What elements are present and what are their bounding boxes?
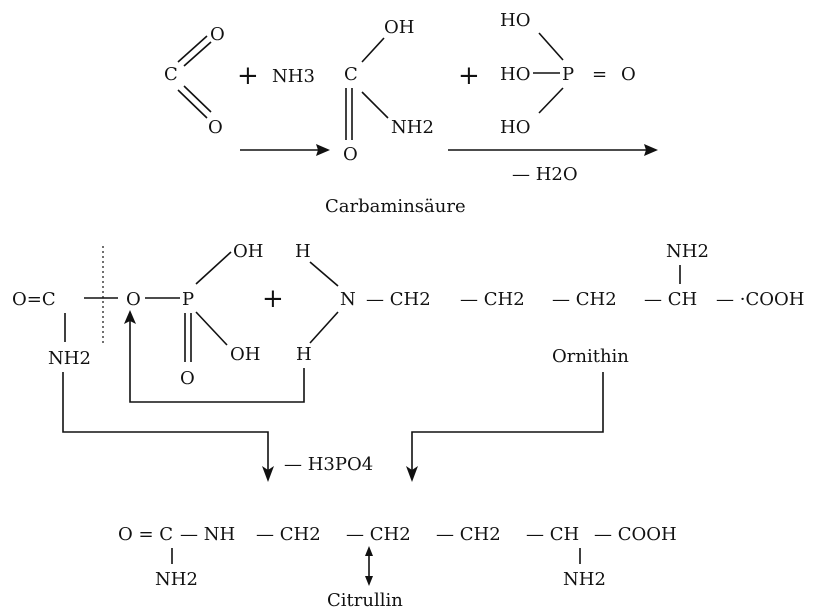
ornithine-chain-2: — CH2	[460, 289, 525, 310]
citrulline-chain-1: O = C	[118, 524, 173, 545]
citrulline-name: Citrullin	[327, 590, 403, 609]
co2-molecule: O C O	[164, 24, 225, 138]
p-oh-bottom: OH	[230, 344, 260, 365]
arrow-1-head	[316, 144, 330, 156]
carbamic-o: O	[343, 144, 358, 165]
h-n-bond-top	[309, 261, 339, 287]
phos-equals: =	[592, 64, 607, 85]
nh2-to-product-connector	[62, 372, 269, 470]
co2-double-bond-bottom-a	[177, 89, 208, 119]
co2-o-top: O	[210, 24, 225, 45]
carbamic-oh: OH	[384, 17, 414, 38]
ornithine-n: N	[340, 289, 356, 310]
right-down-arrowhead	[406, 466, 418, 482]
carbamoyl-nh2: NH2	[48, 348, 91, 369]
arrow-2-head	[644, 144, 658, 156]
plus-sign-3: +	[262, 284, 284, 314]
citrulline-chain-6: — CH	[526, 524, 579, 545]
carbamic-bond-nh2	[361, 91, 389, 119]
citrulline-chain-5: — CH2	[436, 524, 501, 545]
carbamoyl-o-eq-c: O=C	[12, 289, 56, 310]
ornithine: H N H — CH2 — CH2 — CH2 — CH — ·COOH NH2…	[295, 241, 804, 367]
citrulline-chain-2: — NH	[180, 524, 235, 545]
phos-ho-bottom: HO	[500, 117, 530, 138]
co2-double-bond-top-b	[183, 41, 212, 67]
minus-phosphoric-acid-label: — H3PO4	[284, 454, 373, 475]
ornithine-h-top: H	[295, 241, 311, 262]
phosphorus: P	[182, 289, 194, 310]
ornithine-chain-3: — CH2	[552, 289, 617, 310]
carbamic-bond-oh	[361, 37, 385, 63]
citrulline: O = C — NH — CH2 — CH2 — CH2 — CH — COOH…	[118, 524, 677, 609]
p-oh-bottom-bond	[195, 311, 228, 346]
h-to-o-connector	[129, 320, 305, 403]
phos-ho-mid: HO	[500, 64, 530, 85]
citrulline-nh2-left: NH2	[155, 569, 198, 590]
co2-carbon: C	[164, 64, 178, 85]
citrulline-chain-7: — COOH	[594, 524, 677, 545]
h-n-bond-bottom	[309, 311, 339, 344]
citrulline-chain-4: — CH2	[346, 524, 411, 545]
co2-double-bond-top-a	[177, 35, 208, 63]
ammonia: NH3	[272, 66, 315, 87]
ornithine-chain-1: — CH2	[366, 289, 431, 310]
ornithine-to-product-connector	[411, 372, 604, 470]
plus-sign-2: +	[458, 61, 480, 91]
ornithine-name: Ornithin	[552, 346, 629, 367]
phos-bond-bottom	[538, 87, 564, 114]
co2-double-bond-bottom-b	[183, 85, 212, 113]
plus-sign-1: +	[237, 61, 259, 91]
p-oh-top: OH	[233, 241, 263, 262]
phos-bond-top	[538, 32, 564, 61]
carbamic-acid-name: Carbaminsäure	[325, 196, 466, 217]
phos-p: P	[562, 64, 574, 85]
p-o-bottom: O	[180, 368, 195, 389]
ornithine-h-bottom: H	[296, 344, 312, 365]
ornithine-chain-4: — CH	[644, 289, 697, 310]
carbamic-nh2: NH2	[391, 117, 434, 138]
phos-ho-top: HO	[500, 10, 530, 31]
carbamoyl-o-link: O	[126, 289, 141, 310]
carbamoyl-phosphate: O=C NH2 O OH P OH O	[12, 241, 263, 389]
carbamic-carbon: C	[344, 64, 358, 85]
citrulline-marker-down	[365, 576, 373, 586]
citrulline-chain-3: — CH2	[256, 524, 321, 545]
phos-o: O	[621, 64, 636, 85]
citrulline-nh2-right: NH2	[563, 569, 606, 590]
co2-o-bottom: O	[208, 117, 223, 138]
h-to-o-arrowhead	[124, 310, 136, 324]
phosphoric-acid: HO HO P = O HO	[500, 10, 636, 138]
ornithine-chain-5: — ·COOH	[716, 289, 804, 310]
citrulline-marker-up	[365, 546, 373, 556]
minus-water-label: — H2O	[512, 164, 578, 185]
left-down-arrowhead	[262, 466, 274, 482]
carbamic-acid: OH C NH2 O	[343, 17, 434, 165]
p-oh-top-bond	[195, 251, 232, 285]
ornithine-nh2-top: NH2	[666, 241, 709, 262]
